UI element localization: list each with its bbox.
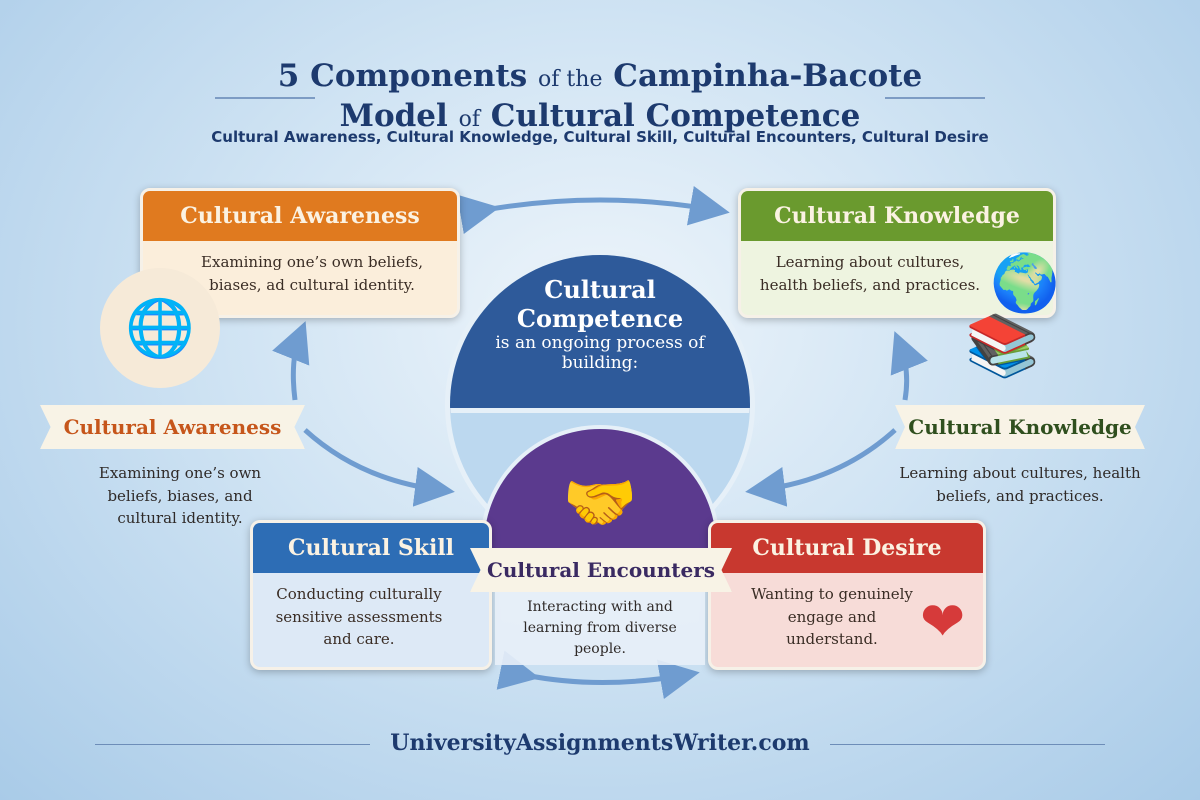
arrow-top xyxy=(456,186,730,234)
title-divider-left xyxy=(215,97,315,99)
card-title: Cultural Knowledge xyxy=(741,191,1053,241)
ribbon-cultural-awareness: Cultural Awareness xyxy=(40,405,305,449)
card-text: Conducting culturally sensitive assessme… xyxy=(275,585,443,648)
card-cultural-skill: Cultural Skill Conducting culturally sen… xyxy=(250,520,492,670)
ribbon-awareness-text: Examining one’s own beliefs, biases, and… xyxy=(98,464,262,527)
card-title: Cultural Awareness xyxy=(143,191,457,241)
globe-icon: 🌍 xyxy=(990,251,1060,316)
encounters-panel xyxy=(495,585,705,665)
ribbon-knowledge-text: Learning about cultures, health beliefs,… xyxy=(899,464,1141,505)
center-title-1: Cultural xyxy=(544,275,656,304)
card-cultural-knowledge: Cultural Knowledge Learning about cultur… xyxy=(738,188,1056,318)
card-text: Learning about cultures, health beliefs,… xyxy=(759,253,981,294)
card-title: Cultural Desire xyxy=(711,523,983,573)
head-globe-icon: 🌐 xyxy=(100,268,220,388)
title-line-2: Model of Cultural Competence xyxy=(339,98,861,134)
arrow-bottom xyxy=(496,650,700,700)
center-text-2: building: xyxy=(561,353,639,373)
subtitle: Cultural Awareness, Cultural Knowledge, … xyxy=(211,128,989,146)
title-divider-right xyxy=(885,97,985,99)
ribbon-cultural-knowledge: Cultural Knowledge xyxy=(895,405,1145,449)
card-cultural-awareness: Cultural Awareness Examining one’s own b… xyxy=(140,188,460,318)
footer-divider-left xyxy=(95,744,370,745)
books-icon: 📚 xyxy=(965,311,1040,381)
card-text: Examining one’s own beliefs, biases, ad … xyxy=(201,253,423,294)
footer-website: UniversityAssignmentsWriter.com xyxy=(390,730,810,756)
arrow-left-down xyxy=(303,428,455,507)
encounters-text: Interacting with and learning from diver… xyxy=(523,599,677,657)
card-cultural-desire: Cultural Desire Wanting to genuinely eng… xyxy=(708,520,986,670)
card-text: Wanting to genuinely engage and understa… xyxy=(751,585,913,648)
ribbon-cultural-encounters: Cultural Encounters xyxy=(470,548,732,592)
title-line-1: 5 Components of the Campinha-Bacote xyxy=(277,58,923,94)
footer-divider-right xyxy=(830,744,1105,745)
card-title: Cultural Skill xyxy=(253,523,489,573)
center-title-2: Competence xyxy=(516,304,684,333)
arrow-right-down xyxy=(745,428,897,507)
arrow-left-up xyxy=(272,321,310,401)
heart-hand-icon: ❤ xyxy=(920,590,966,653)
center-text-1: is an ongoing process of xyxy=(495,333,705,353)
arrow-right-up xyxy=(890,331,928,401)
